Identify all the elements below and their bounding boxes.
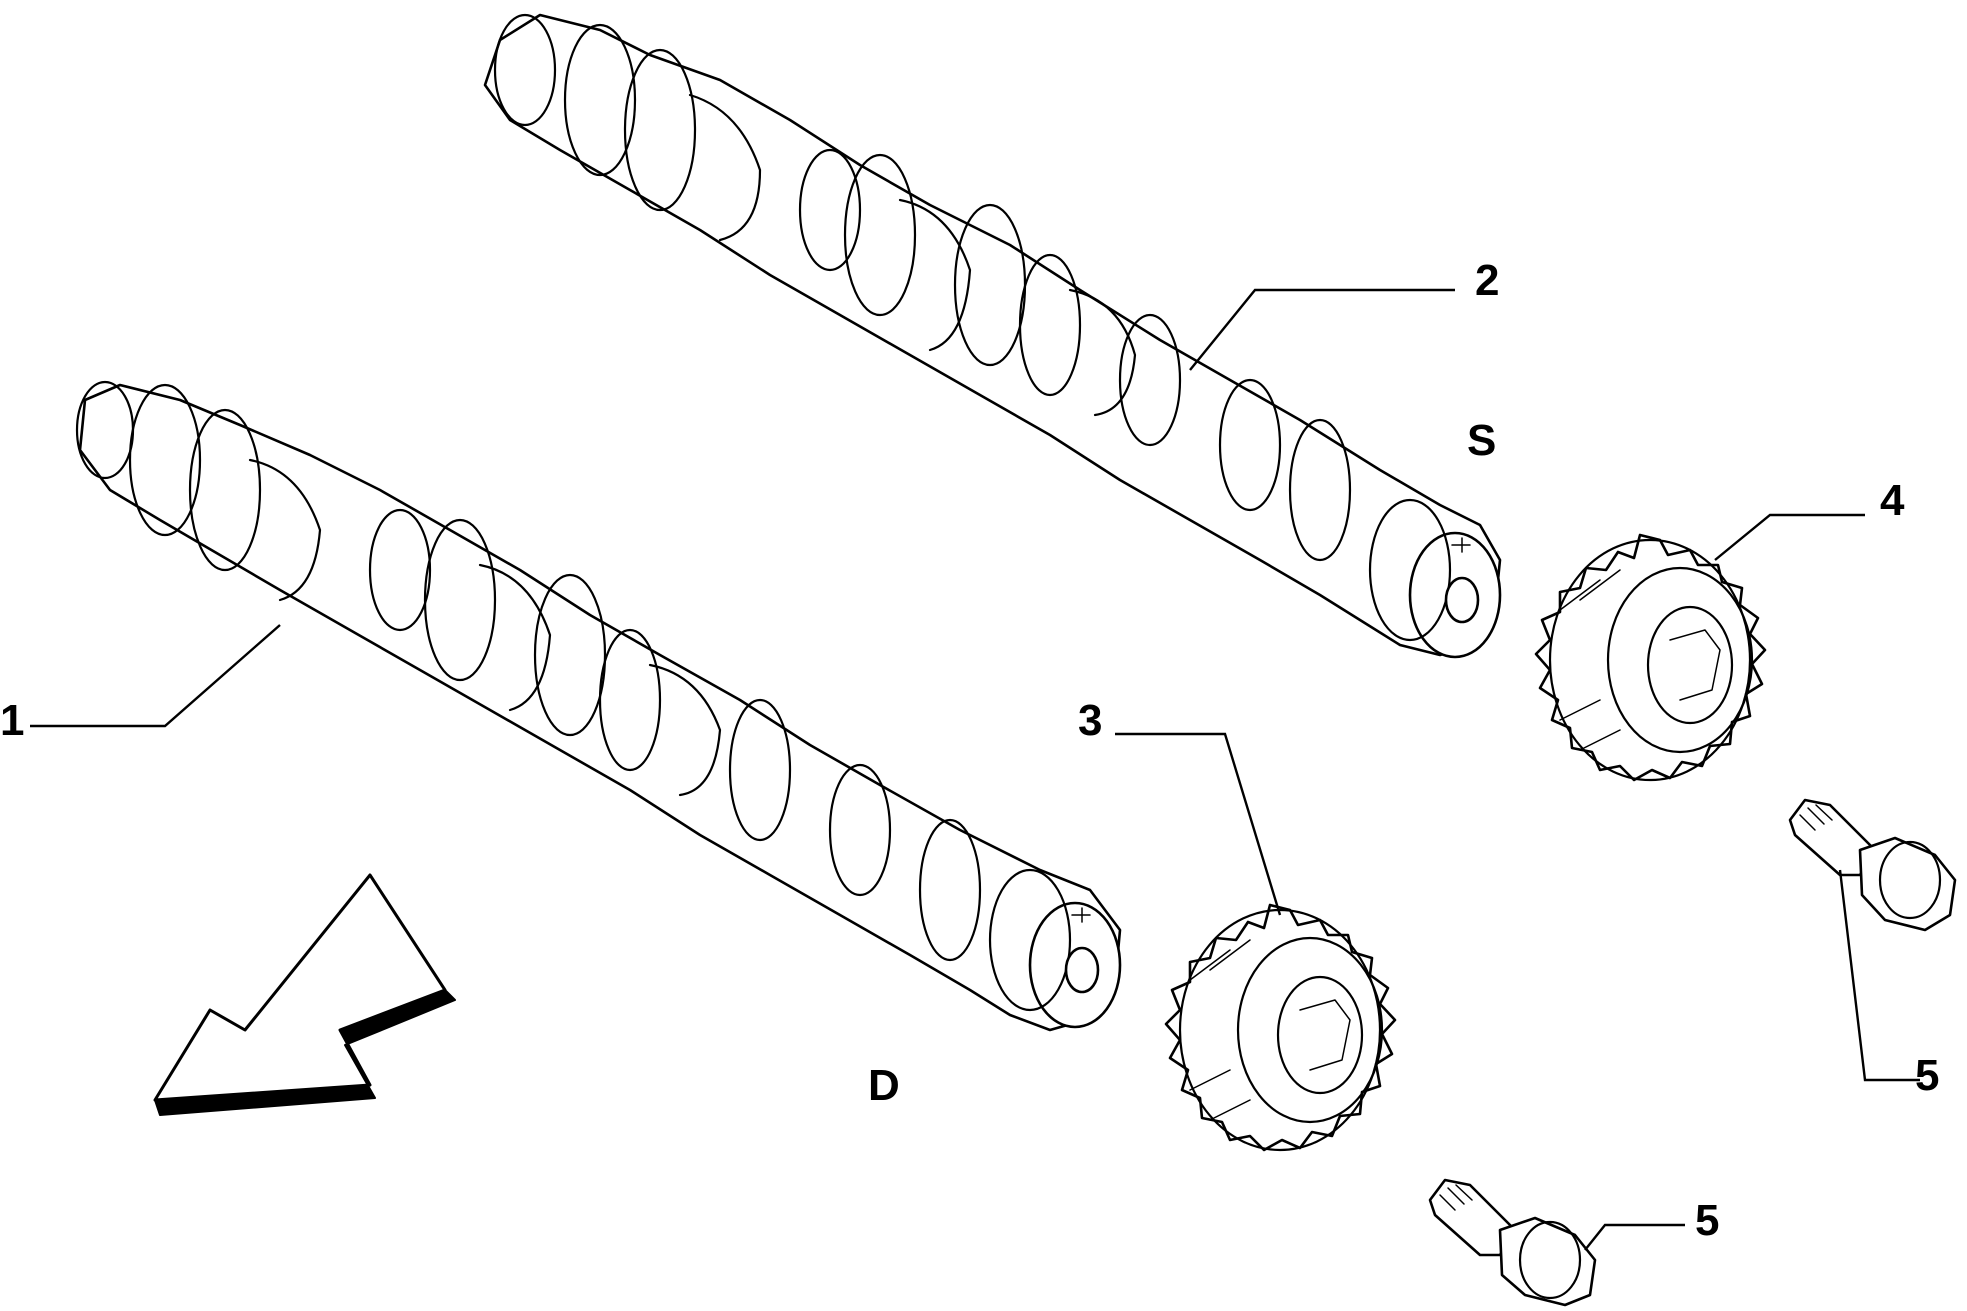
callout-5-right: 5: [1915, 1051, 1939, 1100]
callout-3: 3: [1078, 696, 1102, 745]
gear-upper: [1534, 533, 1767, 782]
direction-arrow-icon: [153, 873, 456, 1116]
camshaft-upper: [483, 13, 1502, 659]
label-d: D: [868, 1061, 900, 1110]
callout-4: 4: [1880, 476, 1905, 525]
bolt-right: [1788, 798, 1957, 932]
bolt-lower: [1428, 1178, 1597, 1307]
gear-lower: [1164, 903, 1397, 1152]
camshaft-lower: [75, 380, 1122, 1032]
callout-1: 1: [0, 696, 24, 745]
leader-lines: [30, 288, 1920, 1251]
callout-2: 2: [1475, 256, 1499, 305]
label-s: S: [1467, 416, 1496, 465]
callout-5-lower: 5: [1695, 1196, 1719, 1245]
